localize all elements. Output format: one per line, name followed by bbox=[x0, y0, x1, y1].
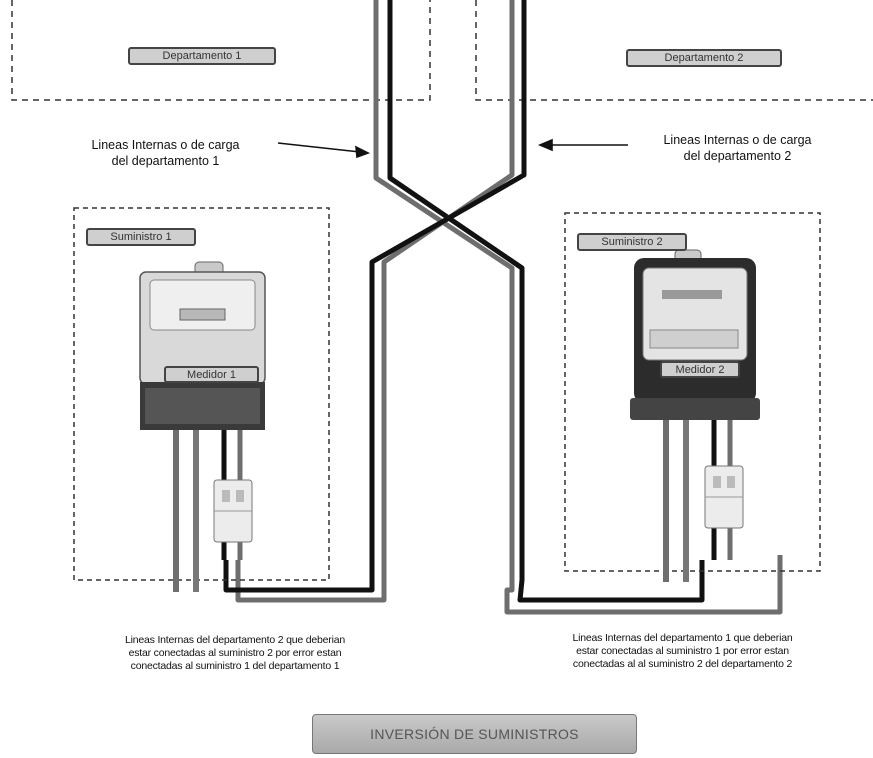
supply-2-outline bbox=[564, 212, 821, 572]
dept1-line-black bbox=[387, 0, 705, 603]
meter-1-device bbox=[139, 261, 266, 592]
note-left: Lineas Internas del departamento 2 que d… bbox=[70, 634, 400, 673]
department-2-outline bbox=[475, 0, 873, 101]
load-lines-dept2-label: Lineas Internas o de carga del departame… bbox=[630, 132, 845, 164]
diagram-title: INVERSIÓN DE SUMINISTROS bbox=[312, 714, 637, 754]
crossed-load-lines bbox=[223, 0, 783, 615]
note-right-line1: Lineas Internas del departamento 1 que d… bbox=[572, 632, 793, 644]
supply-2-tag: Suministro 2 bbox=[577, 233, 687, 251]
dept2-line-grey bbox=[235, 0, 515, 603]
load-lines-dept2-line1: Lineas Internas o de carga bbox=[663, 133, 812, 147]
arrow-dept1 bbox=[277, 142, 371, 159]
dept1-line-grey bbox=[373, 0, 783, 615]
load-lines-dept2-line2: del departamento 2 bbox=[683, 149, 792, 163]
arrow-dept2 bbox=[537, 138, 628, 152]
department-1-tag: Departamento 1 bbox=[128, 47, 276, 65]
meter-2-tag: Medidor 2 bbox=[660, 361, 740, 378]
note-left-line2: estar conectadas al suministro 2 por err… bbox=[128, 647, 342, 659]
meter-2-device bbox=[630, 249, 760, 582]
load-lines-dept1-line2: del departamento 1 bbox=[111, 154, 220, 168]
note-right-line3: conectadas al al suministro 2 del depart… bbox=[572, 658, 793, 670]
supply-1-outline bbox=[73, 207, 330, 581]
dept2-line-black bbox=[223, 0, 527, 593]
note-left-line1: Lineas Internas del departamento 2 que d… bbox=[124, 634, 346, 646]
meter-1-tag: Medidor 1 bbox=[164, 366, 259, 383]
department-2-tag: Departamento 2 bbox=[626, 49, 782, 67]
note-left-line3: conectadas al suministro 1 del departame… bbox=[130, 660, 340, 672]
department-1-outline bbox=[11, 0, 431, 101]
note-right-line2: estar conectadas al suministro 1 por err… bbox=[576, 645, 789, 657]
load-lines-dept1-label: Lineas Internas o de carga del departame… bbox=[58, 137, 273, 169]
note-right: Lineas Internas del departamento 1 que d… bbox=[510, 632, 855, 671]
supply-1-tag: Suministro 1 bbox=[86, 228, 196, 246]
load-lines-dept1-line1: Lineas Internas o de carga bbox=[91, 138, 240, 152]
